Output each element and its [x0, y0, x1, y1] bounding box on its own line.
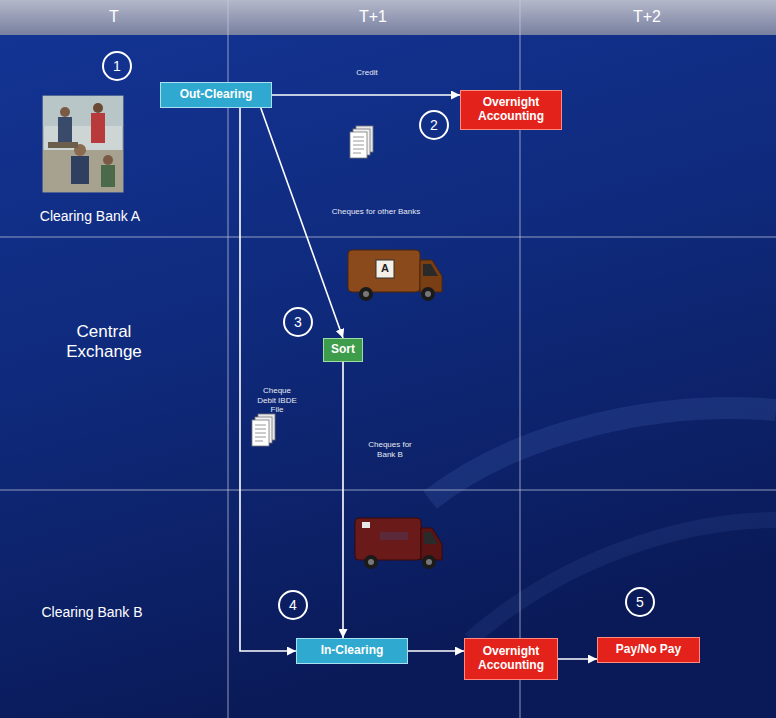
column-header: T — [74, 8, 154, 26]
box-text: Overnight Accounting — [467, 96, 555, 124]
flow-arrow — [408, 650, 464, 652]
document-icon — [350, 126, 373, 158]
document-icon — [252, 414, 275, 446]
flow-arrow — [558, 658, 597, 660]
swoosh — [430, 408, 776, 500]
column-header: T+1 — [333, 8, 413, 26]
column-header: T+2 — [607, 8, 687, 26]
callout-number: 5 — [625, 587, 655, 617]
delivery-van — [348, 250, 442, 301]
row-label: Clearing Bank B — [7, 604, 177, 620]
edge-label: Cheques for Bank B — [363, 440, 417, 459]
callout-number: 2 — [419, 110, 449, 140]
swoosh — [470, 520, 776, 640]
box-text: Out-Clearing — [180, 88, 253, 102]
delivery-van — [355, 518, 442, 569]
edge-label: Credit — [337, 68, 397, 78]
callout-number: 4 — [278, 590, 308, 620]
grid-line — [0, 237, 776, 238]
accounting-box: Overnight Accounting — [464, 638, 558, 680]
callout-number: 3 — [283, 307, 313, 337]
flow-arrow — [272, 94, 460, 96]
box-text: Pay/No Pay — [616, 643, 681, 657]
box-text: Overnight Accounting — [471, 645, 551, 673]
row-label: Central Exchange — [49, 322, 159, 361]
process-box: In-Clearing — [296, 638, 408, 664]
decision-box: Pay/No Pay — [597, 637, 700, 663]
sort-box: Sort — [323, 338, 363, 362]
grid-line — [0, 490, 776, 491]
row-label: Clearing Bank A — [5, 208, 175, 224]
flow-arrow — [342, 362, 344, 638]
accounting-box: Overnight Accounting — [460, 90, 562, 130]
header-bar — [0, 0, 776, 35]
bank-photo — [43, 96, 123, 192]
flow-arrow — [261, 108, 343, 338]
edge-label: Cheques for other Banks — [316, 207, 436, 217]
van-logo: A — [376, 262, 394, 275]
box-text: Sort — [331, 343, 355, 357]
box-text: In-Clearing — [321, 644, 384, 658]
flow-arrow — [240, 108, 296, 651]
process-box: Out-Clearing — [160, 82, 272, 108]
callout-number: 1 — [102, 51, 132, 81]
edge-label: Cheque Debit IBDE File — [253, 386, 301, 415]
